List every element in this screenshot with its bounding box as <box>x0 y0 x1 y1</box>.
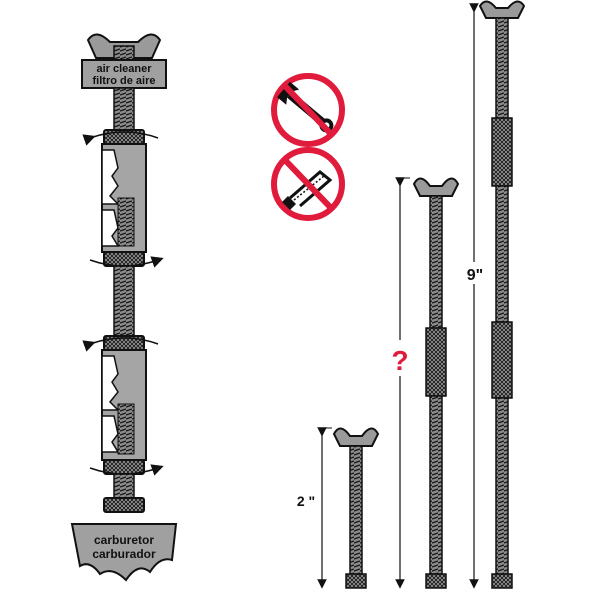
wing-nut-top <box>86 33 162 61</box>
medium-rod: ? <box>390 177 460 589</box>
dimension-unknown: ? <box>391 345 408 376</box>
carburetor-label: carburetor <box>94 533 154 547</box>
air-cleaner-label: air cleaner <box>96 63 152 75</box>
carburetor-block: carburetor carburador <box>70 523 178 582</box>
dimension-long: 9" <box>467 267 483 284</box>
no-hacksaw-icon <box>271 147 345 221</box>
rotation-arrows <box>82 131 164 476</box>
dimension-short: 2 " <box>297 493 315 509</box>
no-wrench-icon <box>271 73 345 147</box>
left-assembly: air cleaner filtro de aire <box>70 33 178 582</box>
short-rod: 2 " <box>297 427 380 589</box>
air-cleaner-label-es: filtro de aire <box>93 75 156 87</box>
upper-coupler <box>101 143 147 253</box>
long-rod: 9" <box>462 0 526 589</box>
air-cleaner-block: air cleaner filtro de aire <box>81 59 167 89</box>
lower-coupler <box>101 349 147 461</box>
carburetor-label-es: carburador <box>92 547 156 561</box>
